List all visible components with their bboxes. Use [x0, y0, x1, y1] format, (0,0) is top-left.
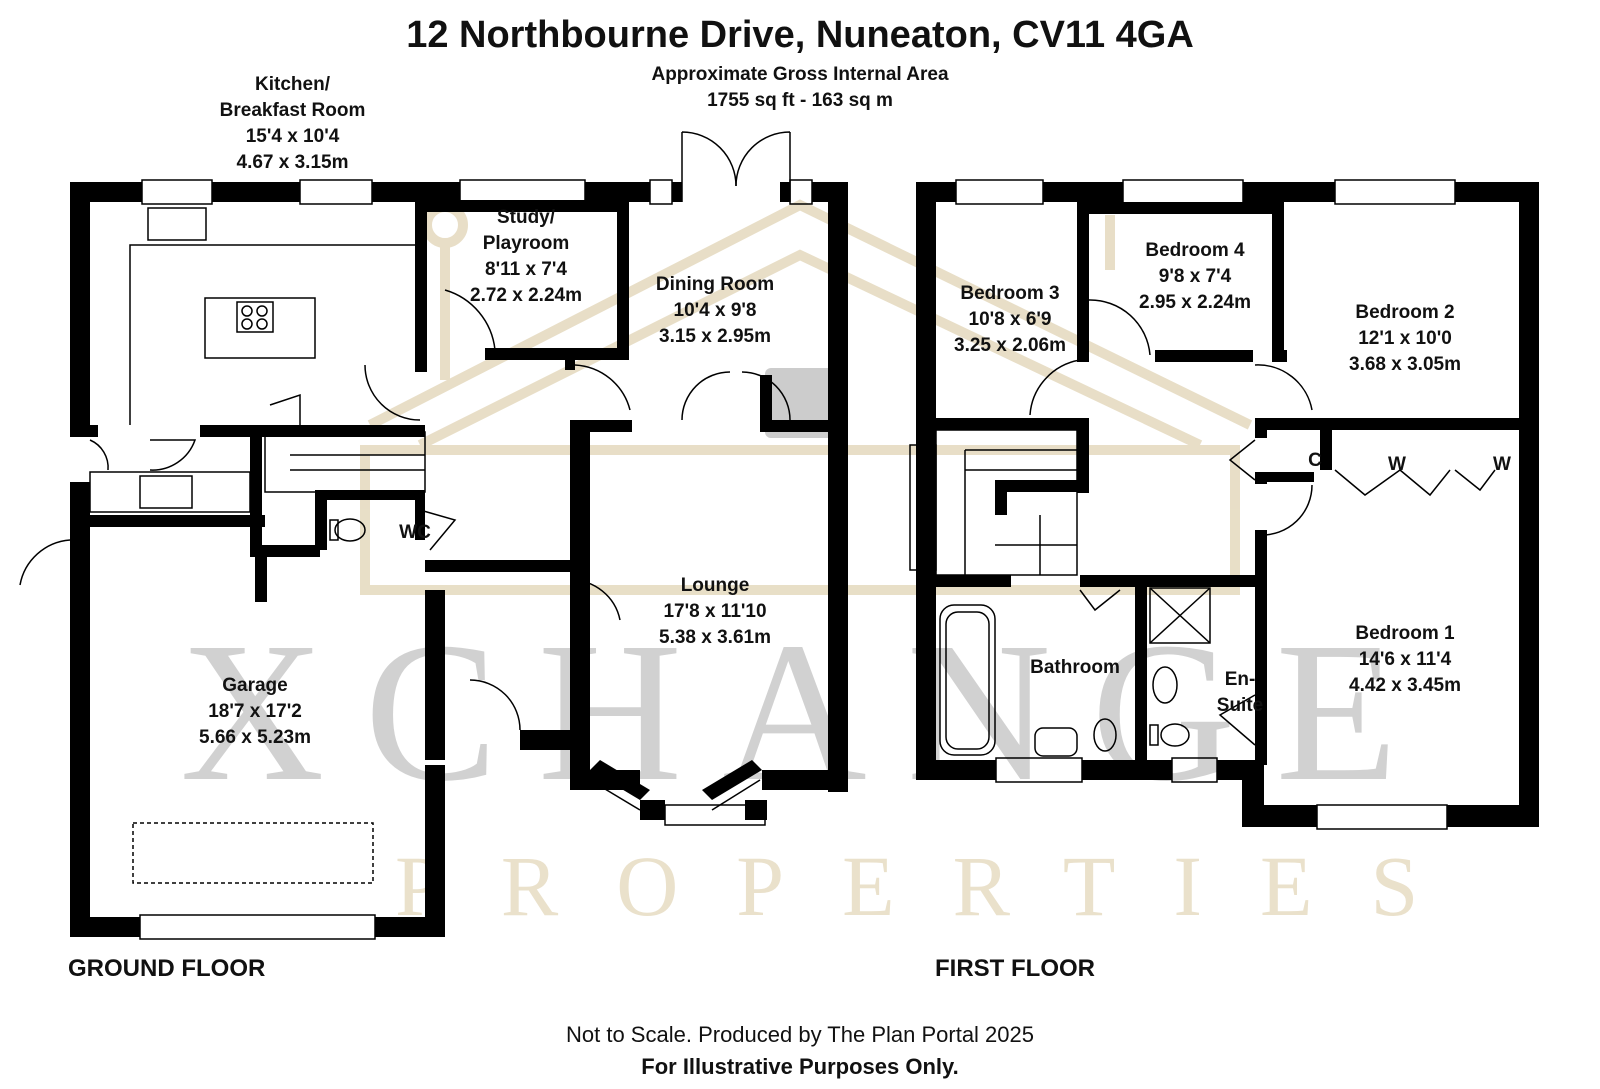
room-label-bedroom3: Bedroom 3 10'8 x 6'9 3.25 x 2.06m [940, 281, 1080, 359]
room-label-lounge: Lounge 17'8 x 11'10 5.38 x 3.61m [630, 573, 800, 651]
room-size-metric: 2.95 x 2.24m [1139, 292, 1251, 313]
room-size-metric: 3.25 x 2.06m [954, 335, 1066, 356]
room-size-metric: 2.72 x 2.24m [470, 285, 582, 306]
room-name: WC [399, 522, 431, 543]
area-caption: Approximate Gross Internal Area [651, 64, 949, 85]
property-address-title: 12 Northbourne Drive, Nuneaton, CV11 4GA [406, 14, 1194, 56]
room-name: C [1308, 450, 1322, 471]
room-name: En- [1224, 669, 1256, 690]
room-size-imperial: 12'1 x 10'0 [1358, 328, 1452, 349]
room-size-metric: 4.67 x 3.15m [236, 152, 349, 173]
room-name: Bathroom [1030, 657, 1120, 678]
ground-floor-bay-walls [590, 760, 767, 820]
room-label-dining: Dining Room 10'4 x 9'8 3.15 x 2.95m [640, 272, 790, 350]
room-label-bedroom2: Bedroom 2 12'1 x 10'0 3.68 x 3.05m [1330, 300, 1480, 378]
room-name: Bedroom 2 [1355, 302, 1455, 323]
room-size-imperial: 9'8 x 7'4 [1158, 266, 1232, 287]
room-size-metric: 4.42 x 3.45m [1349, 675, 1461, 696]
room-name: Kitchen/ [255, 74, 330, 95]
room-size-imperial: 17'8 x 11'10 [663, 601, 767, 622]
room-name: W [1388, 454, 1406, 475]
room-label-garage: Garage 18'7 x 17'2 5.66 x 5.23m [180, 673, 330, 751]
room-label-ensuite: En- Suite [1205, 667, 1275, 719]
room-label-study: Study/ Playroom 8'11 x 7'4 2.72 x 2.24m [452, 205, 600, 309]
first-floor-label: FIRST FLOOR [935, 955, 1095, 982]
room-name: Playroom [482, 233, 570, 254]
room-name: W [1493, 454, 1511, 475]
area-value: 1755 sq ft - 163 sq m [707, 90, 893, 111]
room-label-wc: WC [390, 520, 440, 546]
room-size-metric: 3.68 x 3.05m [1349, 354, 1461, 375]
ground-floor-details [19, 131, 813, 940]
room-size-imperial: 10'8 x 6'9 [968, 309, 1052, 330]
room-name: Lounge [680, 575, 750, 596]
room-size-imperial: 8'11 x 7'4 [485, 259, 567, 280]
room-label-kitchen: Kitchen/ Breakfast Room 15'4 x 10'4 4.67… [200, 72, 385, 176]
room-size-imperial: 14'6 x 11'4 [1358, 649, 1452, 670]
room-name: Bedroom 3 [960, 283, 1060, 304]
room-label-wardrobe: W [1487, 452, 1517, 478]
room-label-bathroom: Bathroom [1015, 655, 1135, 681]
room-name: Breakfast Room [219, 100, 366, 121]
room-name: Study/ [496, 207, 556, 228]
room-size-metric: 5.38 x 3.61m [659, 627, 771, 648]
first-floor-details [909, 179, 1496, 830]
room-label-bedroom1: Bedroom 1 14'6 x 11'4 4.42 x 3.45m [1330, 621, 1480, 699]
room-size-imperial: 10'4 x 9'8 [673, 300, 757, 321]
room-label-bedroom4: Bedroom 4 9'8 x 7'4 2.95 x 2.24m [1120, 238, 1270, 316]
room-size-metric: 5.66 x 5.23m [199, 727, 311, 748]
disclaimer-illustrative: For Illustrative Purposes Only. [641, 1054, 959, 1079]
first-floor-walls [916, 182, 1539, 827]
ground-floor-label: GROUND FLOOR [68, 955, 266, 982]
room-size-imperial: 15'4 x 10'4 [245, 126, 340, 147]
room-size-metric: 3.15 x 2.95m [659, 326, 771, 347]
room-size-imperial: 18'7 x 17'2 [208, 701, 302, 722]
ground-floor-walls [70, 182, 848, 937]
room-name: Suite [1216, 695, 1264, 716]
room-label-wardrobe: W [1382, 452, 1412, 478]
disclaimer-scale: Not to Scale. Produced by The Plan Porta… [566, 1022, 1034, 1047]
room-name: Garage [222, 675, 288, 696]
room-label-cupboard: C [1300, 448, 1330, 474]
room-name: Bedroom 4 [1145, 240, 1245, 261]
room-name: Bedroom 1 [1355, 623, 1455, 644]
room-name: Dining Room [655, 274, 775, 295]
